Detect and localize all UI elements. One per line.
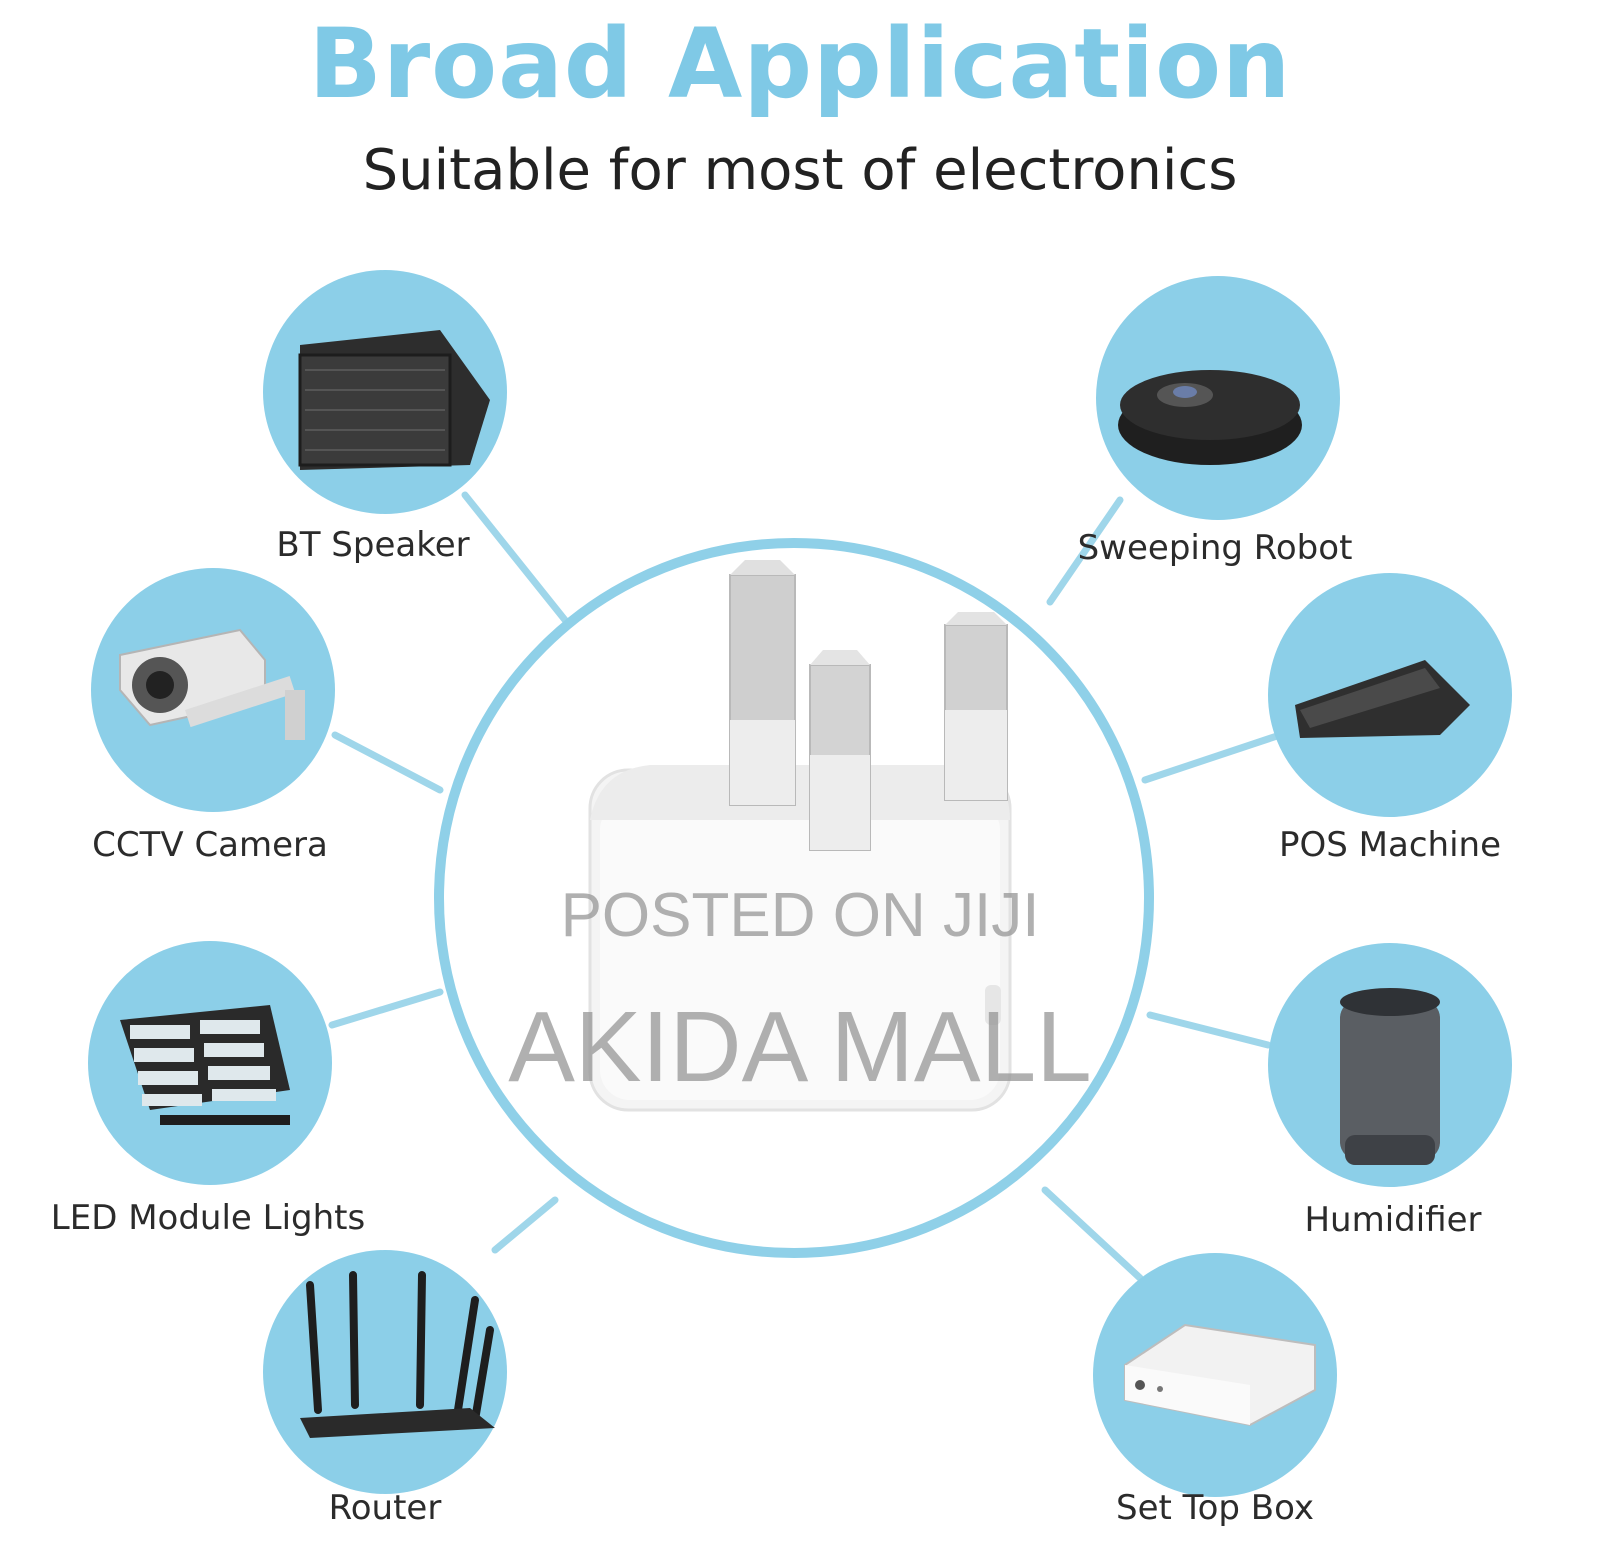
- set-top-box-icon: [1124, 1323, 1316, 1427]
- connector-set-top-box: [1041, 1186, 1144, 1282]
- led-light-icon: [120, 1005, 290, 1125]
- watermark-line-1: POSTED ON JIJI: [560, 881, 1040, 950]
- connector-pos: [1141, 731, 1284, 784]
- connector-humidifier: [1146, 1011, 1272, 1049]
- connector-lines: [328, 491, 1284, 1282]
- uk-plug-charger-icon: [588, 560, 1012, 1112]
- label-cctv-camera: CCTV Camera: [92, 825, 328, 865]
- page-subtitle: Suitable for most of electronics: [362, 138, 1238, 203]
- label-sweeping-robot: Sweeping Robot: [1077, 528, 1353, 568]
- speaker-icon: [298, 330, 490, 470]
- label-set-top-box: Set Top Box: [1115, 1488, 1315, 1528]
- watermark-line-2: AKIDA MALL: [508, 991, 1092, 1103]
- label-router: Router: [328, 1488, 442, 1528]
- label-led-module-lights: LED Module Lights: [50, 1198, 366, 1238]
- connector-router: [491, 1196, 559, 1254]
- cctv-camera-icon: [119, 628, 305, 740]
- circle-router: [263, 1250, 507, 1494]
- page-title: Broad Application: [308, 8, 1292, 120]
- connector-bt-speaker: [461, 491, 569, 624]
- label-humidifier: Humidifier: [1304, 1200, 1482, 1240]
- humidifier-icon: [1340, 988, 1440, 1165]
- connector-sweeping-robot: [1046, 496, 1124, 606]
- pos-machine-icon: [1295, 660, 1470, 738]
- router-icon: [300, 1271, 495, 1438]
- label-pos-machine: POS Machine: [1279, 825, 1501, 865]
- robot-vacuum-icon: [1118, 370, 1302, 465]
- connector-cctv: [331, 731, 444, 794]
- connector-led: [328, 988, 444, 1029]
- label-bt-speaker: BT Speaker: [276, 525, 470, 565]
